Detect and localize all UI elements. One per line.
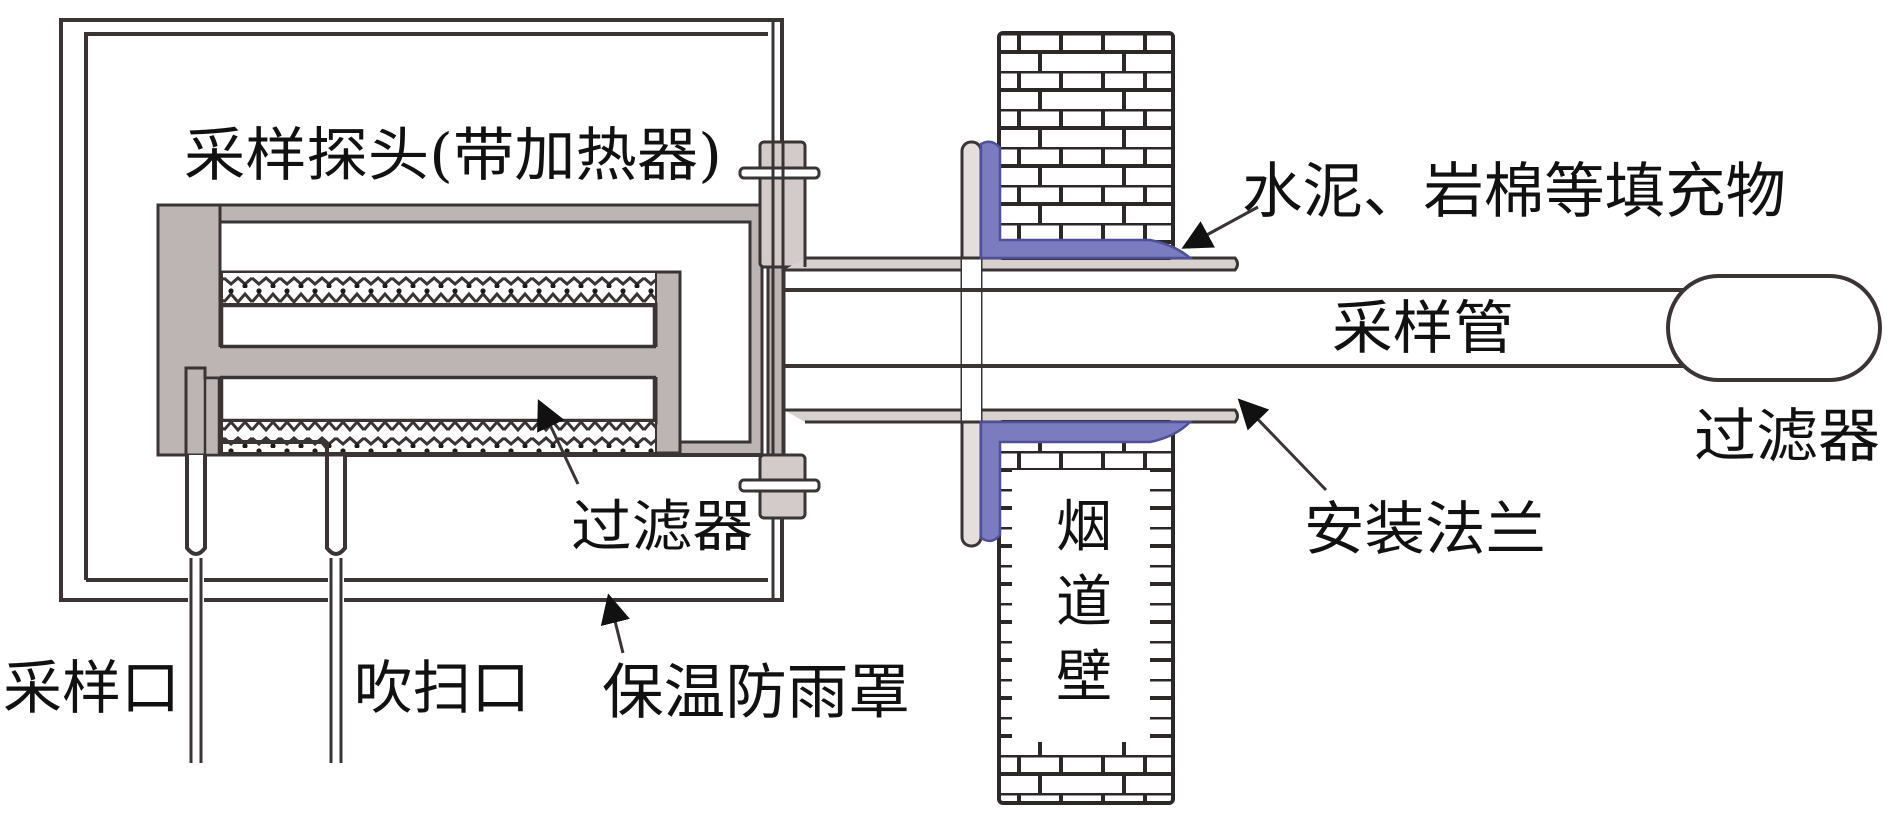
filler-lower [979, 420, 1194, 543]
label-inner-filter: 过滤器 [571, 495, 753, 560]
probe-body [156, 203, 764, 457]
filler-upper [979, 140, 1194, 260]
leader-lines [537, 205, 1328, 654]
upper-bolt-washer [738, 166, 821, 180]
port-tubes [185, 440, 762, 763]
probe-flange [738, 20, 821, 600]
filter-channel-upper [220, 304, 656, 348]
label-flue-wall-2: 道 [1056, 570, 1112, 635]
sample-tube [784, 274, 1882, 382]
sample-port-tube [185, 455, 207, 556]
lower-bolt-washer [738, 478, 821, 493]
label-filler: 水泥、岩棉等填充物 [1242, 157, 1786, 227]
label-flue-wall-3: 壁 [1056, 645, 1112, 710]
rain-cover-inner-wall [84, 32, 768, 580]
label-sample-tube: 采样管 [1332, 294, 1514, 362]
filter-center-channel [218, 347, 658, 377]
probe-outlet-tube [203, 376, 221, 457]
outer-filter-shape [1666, 274, 1882, 382]
label-mount-flange: 安装法兰 [1304, 495, 1546, 563]
sleeve-lower-wall [784, 408, 1239, 424]
label-rain-cover: 保温防雨罩 [602, 658, 910, 728]
leader-mount-flange [1237, 398, 1328, 492]
leader-rain-cover [600, 593, 630, 654]
label-sample-port: 采样口 [3, 654, 180, 722]
sleeve-upper-wall [784, 256, 1239, 272]
leader-filler [1181, 205, 1259, 249]
leader-inner-filter [537, 399, 580, 485]
filter-media-lower [221, 420, 657, 454]
filter-media-upper [221, 271, 657, 305]
label-outer-filter: 过滤器 [1694, 402, 1880, 470]
flue-wall-upper [997, 31, 1175, 260]
mount-sleeve [784, 140, 1239, 548]
flue-wall-label-area [1012, 470, 1150, 742]
label-purge-port: 吹扫口 [354, 654, 530, 722]
filter-channel-lower [220, 376, 656, 422]
flue-wall [979, 31, 1194, 805]
label-probe: 采样探头(带加热器) [184, 121, 722, 189]
rain-cover-outer-wall [59, 18, 784, 602]
purge-port-tube [325, 442, 762, 556]
label-flue-wall-1: 烟 [1056, 495, 1112, 560]
